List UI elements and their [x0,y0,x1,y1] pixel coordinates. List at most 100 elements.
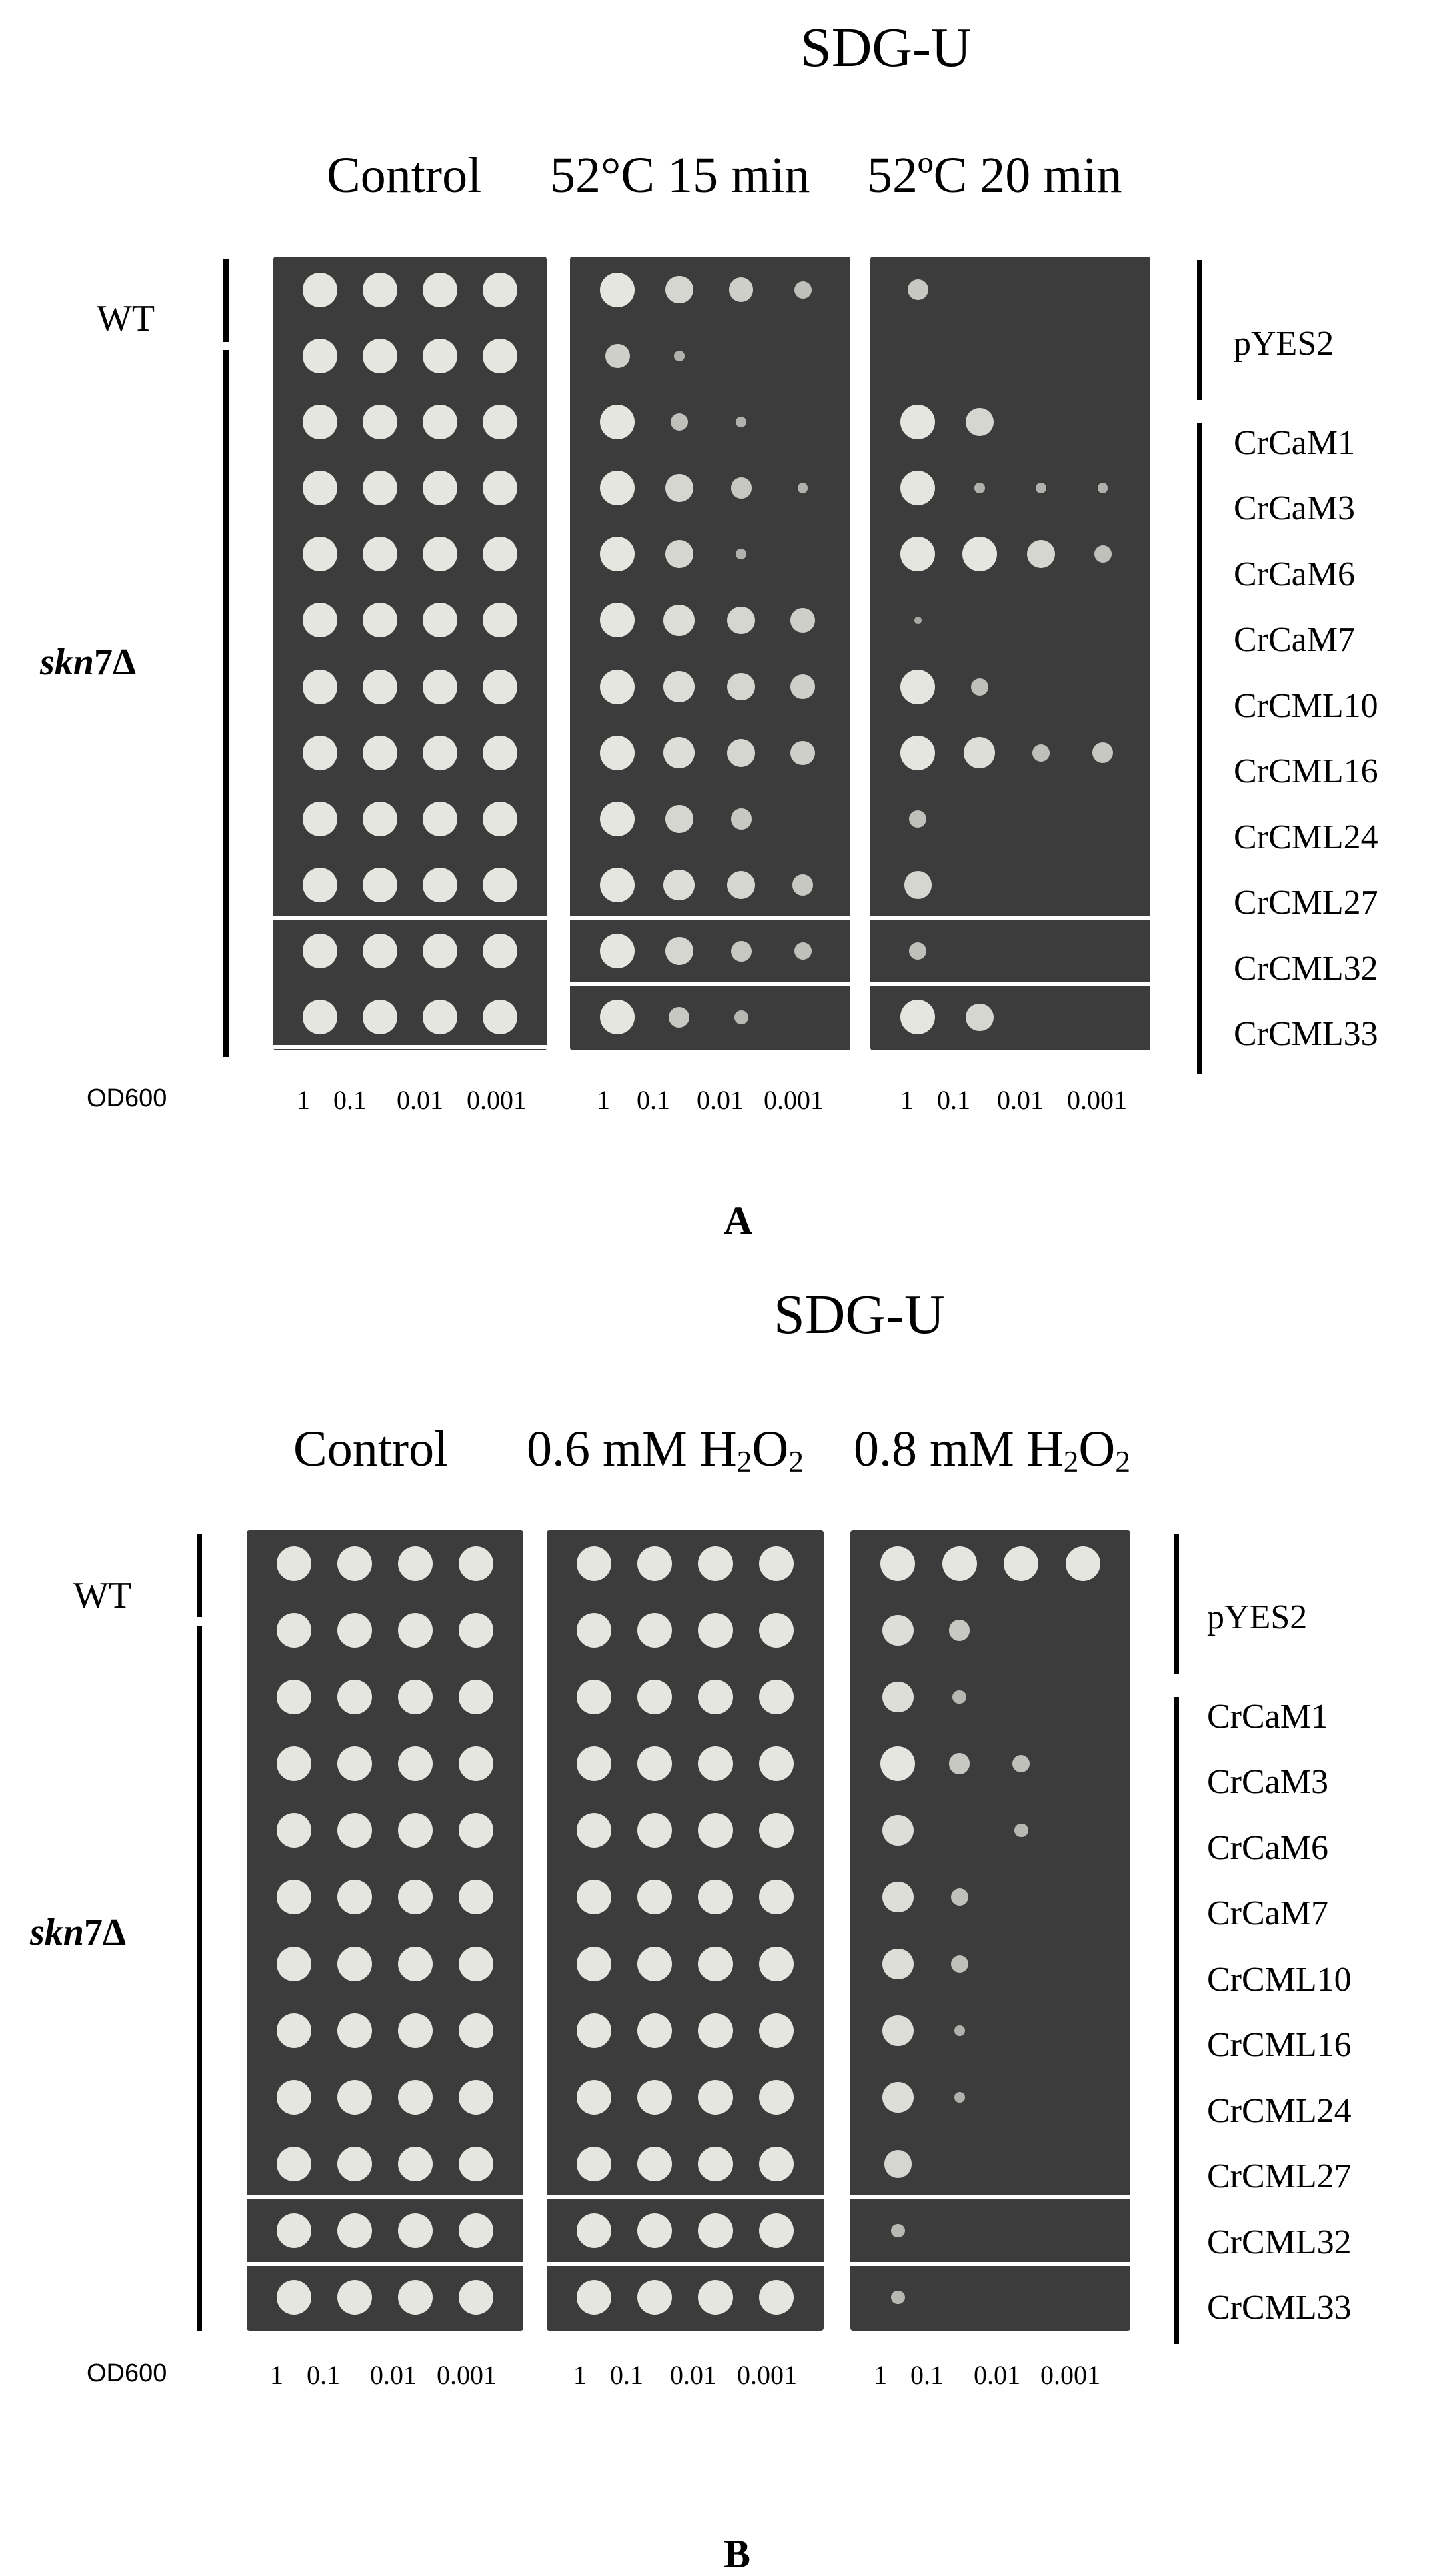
colony-spot [950,1955,968,1973]
colony-spot [302,603,337,638]
colony-spot [882,1948,914,1980]
colony-spot [483,801,518,836]
panel-a-strain-label: CrCML16 [1234,752,1378,790]
panel-a-dilution-label: 0.001 [1067,1085,1127,1115]
colony-spot [600,669,635,704]
colony-spot [398,1680,433,1714]
plate-separator [570,982,850,986]
plate-separator [850,2195,1130,2199]
colony-spot [276,1546,311,1581]
colony-spot [966,1003,994,1032]
panel-a-dilution-label: 0.001 [467,1085,527,1115]
colony-spot [663,737,695,769]
colony-spot [698,1947,734,1981]
colony-spot [302,934,337,969]
colony-spot [797,483,808,493]
colony-spot [483,404,518,439]
panel-b-strain-label: CrCML10 [1207,1960,1352,1999]
colony-spot [302,272,337,307]
plate-separator [870,916,1150,920]
colony-spot [637,2080,672,2115]
colony-spot [730,940,752,962]
colony-spot [637,1613,672,1648]
colony-spot [637,2280,672,2315]
colony-spot [637,2213,672,2248]
panel-a-dilution-label: 0.1 [637,1085,670,1115]
colony-spot [600,272,635,307]
colony-spot [576,1546,611,1581]
colony-spot [729,277,754,302]
colony-spot [302,471,337,506]
colony-spot [362,735,397,770]
colony-spot [698,2280,734,2315]
colony-spot [423,603,458,638]
colony-spot [398,1613,433,1648]
colony-spot [730,808,752,830]
colony-spot [698,2013,734,2048]
colony-spot [794,942,812,960]
colony-spot [698,1746,734,1781]
panel-a-pyes2-bar [1197,260,1202,400]
colony-spot [637,1746,672,1781]
panel-a-dilution-label: 0.1 [333,1085,367,1115]
panel-a-strain-label: CrCaM1 [1234,423,1355,462]
colony-spot [900,735,936,770]
panel-b-strain-label: CrCML33 [1207,2289,1352,2327]
colony-spot [362,404,397,439]
colony-spot [794,281,812,299]
colony-spot [900,1000,936,1035]
colony-spot [398,1947,433,1981]
panel-a-strains-bar [1197,423,1202,1074]
colony-spot [276,1613,311,1648]
colony-spot [398,1813,433,1848]
colony-spot [276,1947,311,1981]
colony-spot [904,871,932,899]
colony-spot [302,338,337,373]
colony-spot [398,2147,433,2181]
panel-a-plate-heat15 [570,257,850,1050]
colony-spot [362,669,397,704]
panel-b-dilution-label: 0.01 [670,2360,717,2390]
colony-spot [907,279,928,301]
plate-separator [273,916,547,920]
panel-a-strain-label: CrCML24 [1234,818,1378,856]
colony-spot [276,2013,311,2048]
colony-spot [1094,545,1112,563]
colony-spot [337,2147,372,2181]
panel-b-plate-control [247,1530,523,2331]
colony-spot [759,2213,794,2248]
colony-spot [698,1880,734,1914]
colony-spot [736,417,746,427]
panel-a-cond-control: Control [327,147,482,203]
panel-b-dilution-label: 1 [270,2360,283,2390]
colony-spot [663,869,695,901]
colony-spot [337,2013,372,2048]
colony-spot [698,2213,734,2248]
plate-separator [247,2262,523,2266]
colony-spot [759,1746,794,1781]
colony-spot [790,674,815,699]
colony-spot [483,934,518,969]
colony-spot [954,2025,965,2036]
panel-b-plate-h2o2-06 [547,1530,824,2331]
colony-spot [459,2280,494,2315]
colony-spot [727,738,755,767]
colony-spot [423,1000,458,1035]
colony-spot [759,1613,794,1648]
colony-spot [337,2213,372,2248]
colony-spot [790,608,815,633]
colony-spot [914,617,922,624]
colony-spot [276,1680,311,1714]
panel-a-dilution-label: 0.001 [764,1085,824,1115]
colony-spot [600,1000,635,1035]
panel-a-dilution-label: 0.01 [697,1085,744,1115]
panel-b-dilution-label: 1 [573,2360,587,2390]
colony-spot [759,1680,794,1714]
colony-spot [423,868,458,903]
colony-spot [337,1947,372,1981]
colony-spot [1032,744,1050,762]
panel-b-mutant-bar [197,1626,202,2331]
colony-spot [974,483,985,493]
colony-spot [459,1746,494,1781]
plate-separator [850,2262,1130,2266]
